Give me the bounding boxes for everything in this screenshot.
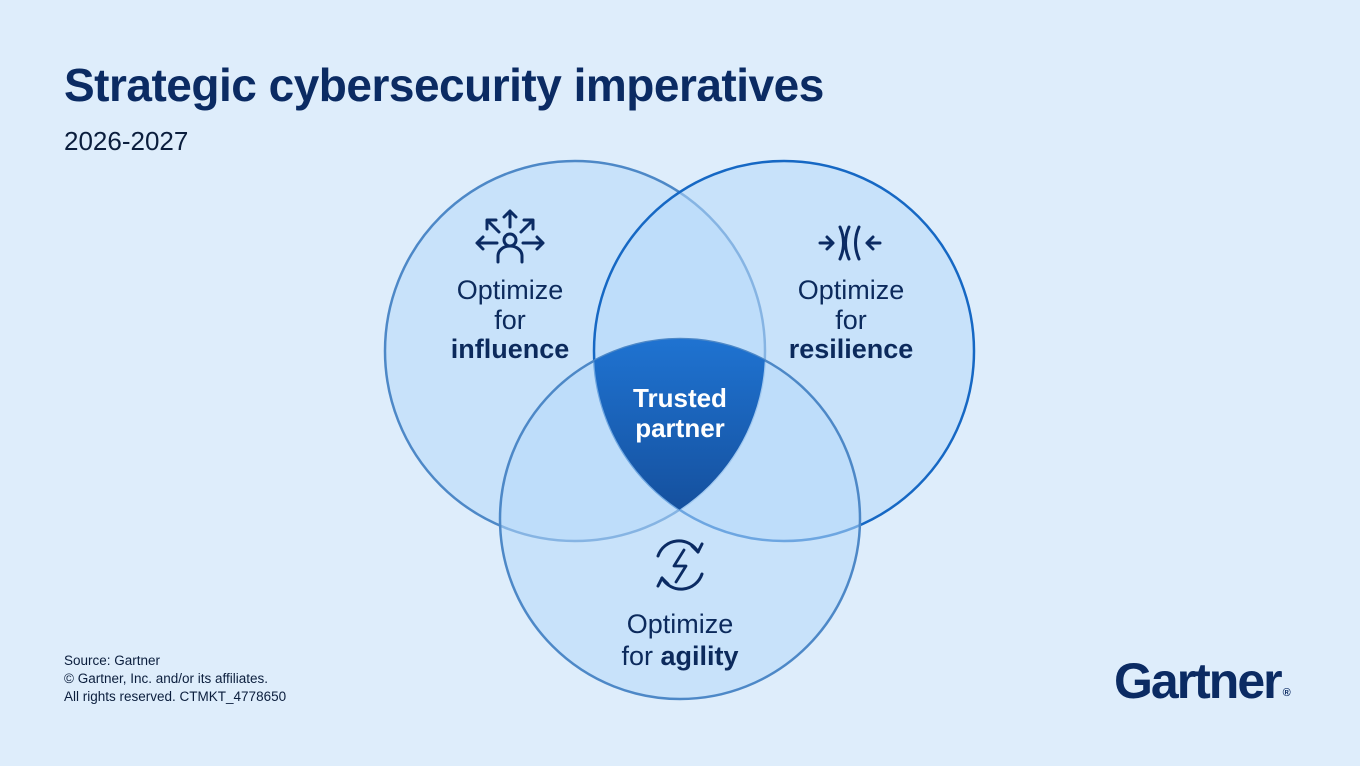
gartner-logo: Gartner® (1114, 652, 1291, 710)
copyright-text: © Gartner, Inc. and/or its affiliates. (64, 671, 269, 686)
resilience-label-line2: for (835, 305, 867, 335)
page-title: Strategic cybersecurity imperatives (64, 59, 824, 111)
resilience-label-line1: Optimize (798, 275, 905, 305)
influence-label-emphasis: influence (451, 334, 570, 364)
lightning-cycle-icon (656, 539, 704, 591)
center-label-line2: partner (635, 413, 725, 443)
agility-label-line2: for agility (621, 641, 738, 671)
influence-label-line2: for (494, 305, 526, 335)
rights-text: All rights reserved. CTMKT_4778650 (64, 689, 287, 704)
compress-arrows-icon (818, 225, 882, 261)
influence-label-line1: Optimize (457, 275, 564, 305)
agility-label-line1: Optimize (627, 609, 734, 639)
logo-text: Gartner (1114, 653, 1283, 709)
agility-label-for: for (621, 641, 653, 671)
source-text: Source: Gartner (64, 653, 161, 668)
center-label-line1: Trusted (633, 383, 727, 413)
page-subtitle: 2026-2027 (64, 126, 189, 156)
registered-mark: ® (1282, 687, 1291, 699)
resilience-label-emphasis: resilience (789, 334, 914, 364)
agility-label-emphasis: agility (661, 641, 739, 671)
people-network-icon (475, 209, 545, 264)
footer-source: Source: Gartner © Gartner, Inc. and/or i… (64, 652, 286, 706)
